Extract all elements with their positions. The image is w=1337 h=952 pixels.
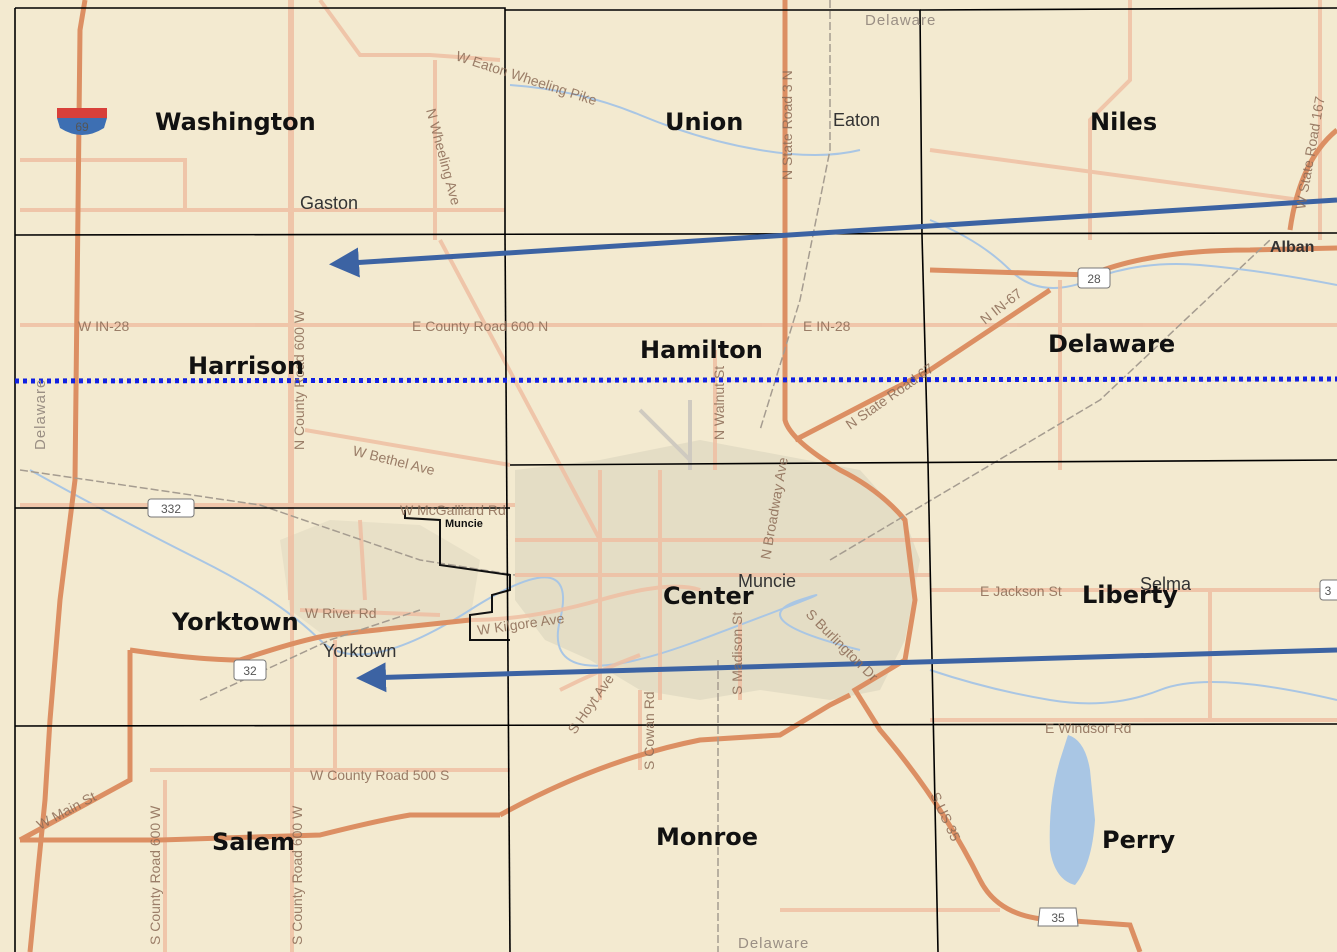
- us35-shield-label: 35: [1051, 911, 1065, 925]
- sr332-shield-label: 332: [161, 502, 181, 516]
- place-muncie-small: Muncie: [445, 518, 483, 530]
- place-albany: Alban: [1270, 239, 1314, 256]
- i69-shield-label: 69: [75, 120, 89, 134]
- road-label-cr600w-s2: S County Road 600 W: [289, 805, 305, 945]
- place-eaton: Eaton: [833, 110, 880, 130]
- place-yorktown: Yorktown: [323, 641, 396, 661]
- corporate-limit: [404, 510, 511, 641]
- road-label-cowan: S Cowan Rd: [641, 691, 657, 770]
- place-selma: Selma: [1140, 574, 1192, 594]
- road-label-mcgalliard: W McGalliard Rd: [400, 502, 506, 518]
- road-label-w-in28: W IN-28: [78, 318, 130, 334]
- sr332-shield: 332: [147, 498, 195, 518]
- township-center: Center: [663, 582, 754, 610]
- county-label-bottom: Delaware: [738, 935, 809, 952]
- county-label-left: Delaware: [32, 379, 49, 450]
- sr28-shield: 28: [1077, 267, 1111, 289]
- road-label-cr600n: E County Road 600 N: [412, 318, 548, 334]
- township-harrison: Harrison: [188, 352, 304, 380]
- township-delaware: Delaware: [1048, 330, 1175, 358]
- sr28-shield-label: 28: [1087, 272, 1101, 286]
- place-gaston: Gaston: [300, 193, 358, 213]
- prairie-creek-reservoir: [1049, 735, 1095, 885]
- place-muncie: Muncie: [738, 571, 796, 591]
- township-yorktown: Yorktown: [171, 608, 299, 636]
- sr32-shield-label: 32: [243, 664, 257, 678]
- road-label-cr600w-n: N County Road 600 W: [291, 309, 307, 450]
- arrow-to-harrison: [329, 197, 1337, 278]
- road-label-river: W River Rd: [305, 605, 377, 621]
- road-label-cr500s: W County Road 500 S: [310, 767, 449, 783]
- road-label-e-in28: E IN-28: [803, 318, 851, 334]
- sr3-shield: 3: [1319, 579, 1337, 601]
- township-niles: Niles: [1090, 108, 1157, 136]
- county-label-top: Delaware: [865, 12, 936, 29]
- township-liberty: Liberty: [1082, 581, 1178, 609]
- township-hamilton: Hamilton: [640, 336, 763, 364]
- road-label-walnut: N Walnut St: [711, 366, 727, 440]
- us35-shield: 35: [1037, 907, 1079, 927]
- township-washington: Washington: [155, 108, 316, 136]
- road-label-jackson: E Jackson St: [980, 583, 1062, 599]
- road-label-madison: S Madison St: [729, 612, 745, 695]
- township-union: Union: [665, 108, 743, 136]
- arrow-to-yorktown: [356, 647, 1337, 693]
- township-grid: [14, 7, 1337, 952]
- township-salem: Salem: [212, 828, 295, 856]
- sr32-shield: 32: [233, 659, 267, 681]
- township-perry: Perry: [1102, 826, 1176, 854]
- airport-runways: [638, 400, 692, 470]
- annotation-arrows: [329, 197, 1337, 693]
- sr3-shield-label: 3: [1325, 584, 1332, 598]
- road-label-cr600w-s: S County Road 600 W: [147, 805, 163, 945]
- township-monroe: Monroe: [656, 823, 758, 851]
- road-label-sr3n: N State Road 3 N: [779, 70, 795, 180]
- i69-shield: 69: [57, 108, 107, 135]
- road-label-windsor: E Windsor Rd: [1045, 720, 1131, 736]
